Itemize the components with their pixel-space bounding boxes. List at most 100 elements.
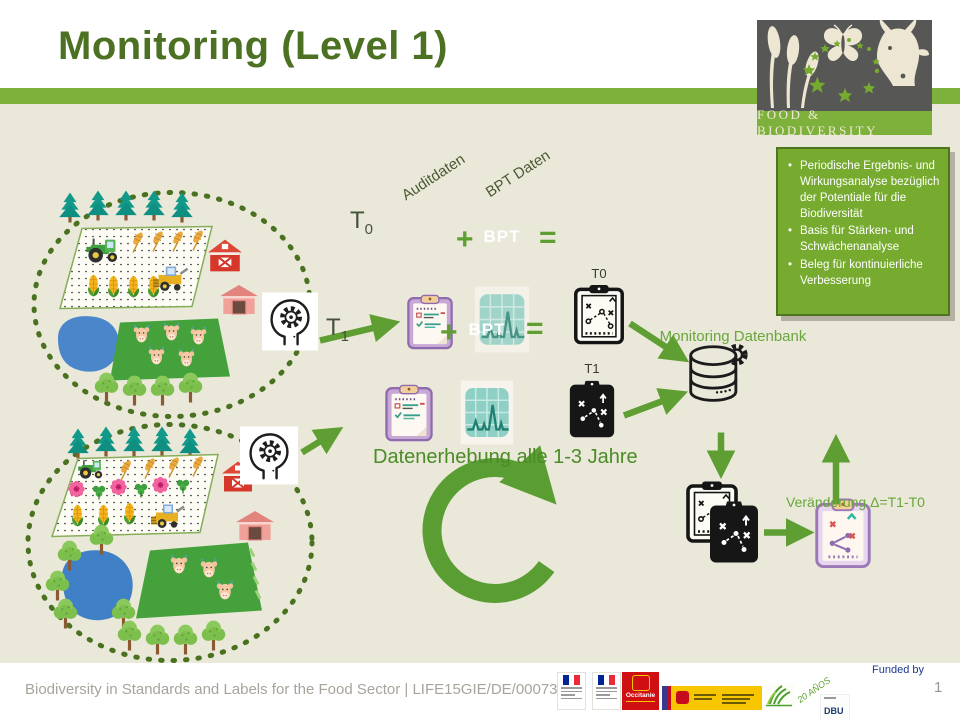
- benefit-item: Beleg für kontinuierliche Verbesserung: [788, 258, 942, 290]
- fruit-tree-icon: [173, 624, 198, 655]
- french-flag-icon: [598, 675, 616, 685]
- cow-icon: [200, 558, 218, 579]
- analysis-head-icon-top: [262, 292, 318, 351]
- wheat-graphic: [767, 26, 819, 108]
- occitanie-cross-icon: [631, 675, 650, 691]
- comparison-clipboard-t1-icon: [708, 500, 760, 564]
- cow-icon: [216, 580, 234, 601]
- benefits-list: Periodische Ergebnis- und Wirkungsanalys…: [786, 159, 942, 290]
- bpt-data-label: BPT Daten: [482, 146, 554, 201]
- spain-coat-of-arms-icon: [676, 691, 689, 704]
- cow-icon: [190, 326, 207, 346]
- cycle-label: Datenerhebung alle 1-3 Jahre: [373, 446, 638, 468]
- benefit-item: Periodische Ergebnis- und Wirkungsanalys…: [788, 159, 942, 222]
- fruit-tree-icon: [57, 540, 82, 571]
- barn-icon: [221, 460, 255, 493]
- head-gear-icon: [251, 434, 288, 478]
- page-title: Monitoring (Level 1): [58, 24, 448, 68]
- pond: [58, 316, 119, 372]
- clover-icon: [176, 479, 190, 495]
- equals-sign-t0: =: [539, 221, 557, 254]
- fruit-tree-icon: [178, 372, 203, 403]
- plus-sign-t0: +: [456, 223, 474, 256]
- flower-icon: [152, 476, 169, 494]
- farm-boundary-dotted-ellipse: [31, 190, 313, 419]
- fruit-tree-icon: [111, 598, 136, 629]
- equals-sign-t1: =: [526, 312, 544, 345]
- cow-icon: [163, 322, 180, 342]
- fruit-tree-icon: [45, 570, 70, 601]
- pasture: [136, 542, 262, 619]
- crop-field: [59, 225, 213, 310]
- pine-tree-icon: [87, 190, 109, 221]
- wheat-icon: [130, 230, 144, 254]
- cow-icon: [178, 348, 195, 368]
- food-biodiversity-logo: FOOD & BIODIVERSITY: [757, 18, 932, 138]
- fruit-tree-icon: [89, 524, 114, 555]
- arrow-head2-to-t1: [300, 426, 344, 456]
- cow-graphic: [876, 18, 929, 86]
- comparison-clipboard-t0-icon: [686, 480, 738, 543]
- tractor-icon: [78, 460, 103, 479]
- corn-icon: [147, 275, 160, 298]
- corn-icon: [87, 274, 100, 297]
- audit-clipboard-icon-t1: [385, 384, 433, 442]
- benefit-item: Basis für Stärken- und Schwächenanalyse: [788, 224, 942, 256]
- pine-tree-icon: [171, 192, 193, 223]
- t1-time-label: T1: [326, 314, 350, 345]
- project-footer-text: Biodiversity in Standards and Labels for…: [25, 681, 574, 698]
- french-flag-icon: [563, 675, 581, 685]
- t1-result-label: T1: [584, 361, 600, 376]
- header-divider-bar: [0, 88, 960, 104]
- cow-icon: [170, 554, 188, 575]
- pine-tree-icon: [59, 192, 81, 223]
- plus-sign-t1: +: [440, 316, 458, 349]
- barn-icon: [207, 238, 243, 273]
- wheat-icon: [190, 228, 204, 252]
- brand-caption-band: FOOD & BIODIVERSITY: [757, 107, 932, 138]
- analysis-head-icon-bottom: [240, 426, 298, 485]
- benefits-info-box: Periodische Ergebnis- und Wirkungsanalys…: [776, 147, 950, 316]
- wheat-icon: [118, 458, 132, 482]
- fruit-tree-icon: [53, 598, 78, 629]
- database-icon: [691, 346, 746, 400]
- brand-caption: FOOD & BIODIVERSITY: [757, 107, 878, 138]
- head-gear-icon: [272, 300, 309, 344]
- flower-icon: [68, 480, 85, 498]
- crop-field: [50, 453, 219, 538]
- flow-arrows: [300, 314, 851, 547]
- pine-tree-icon: [179, 428, 201, 459]
- t0-result-label: T0: [591, 266, 607, 281]
- fruit-tree-icon: [117, 620, 142, 651]
- delta-label: Veränderung Δ=T1-T0: [786, 494, 925, 510]
- bpt-tool-icon-t1: [460, 380, 514, 445]
- tractor-icon: [86, 238, 118, 263]
- cycle-arrow: [422, 445, 557, 603]
- shed-icon: [236, 510, 274, 541]
- pine-tree-icon: [151, 426, 173, 457]
- t0-time-label: T0: [350, 207, 374, 238]
- fruit-tree-icon: [122, 375, 147, 406]
- pine-tree-icon: [115, 190, 137, 221]
- grass-icon: [766, 685, 792, 707]
- result-clipboard-outline-icon-t0: [573, 284, 625, 345]
- bpt-icon-text-t0: BPT: [483, 227, 521, 246]
- funded-by-label: Funded by: [872, 664, 924, 676]
- pond: [61, 550, 133, 621]
- harvester-icon: [152, 265, 189, 292]
- wheat-icon: [170, 229, 184, 253]
- spanish-government-logo: [662, 686, 762, 710]
- wheat-icon: [150, 229, 164, 253]
- farm-illustration-bottom: [25, 422, 315, 663]
- result-clipboard-filled-icon-t1: [568, 380, 616, 439]
- farm-illustration-top: [31, 190, 313, 419]
- occitanie-logo: Occitanie: [622, 672, 659, 710]
- french-ministry-logo-2: [592, 672, 621, 710]
- pine-tree-icon: [95, 426, 117, 457]
- corn-icon: [71, 504, 84, 527]
- audit-data-label: Auditdaten: [398, 150, 469, 204]
- fruit-tree-icon: [94, 372, 119, 403]
- fruit-tree-icon: [145, 624, 170, 655]
- food-biodiversity-logo-art: [767, 18, 929, 108]
